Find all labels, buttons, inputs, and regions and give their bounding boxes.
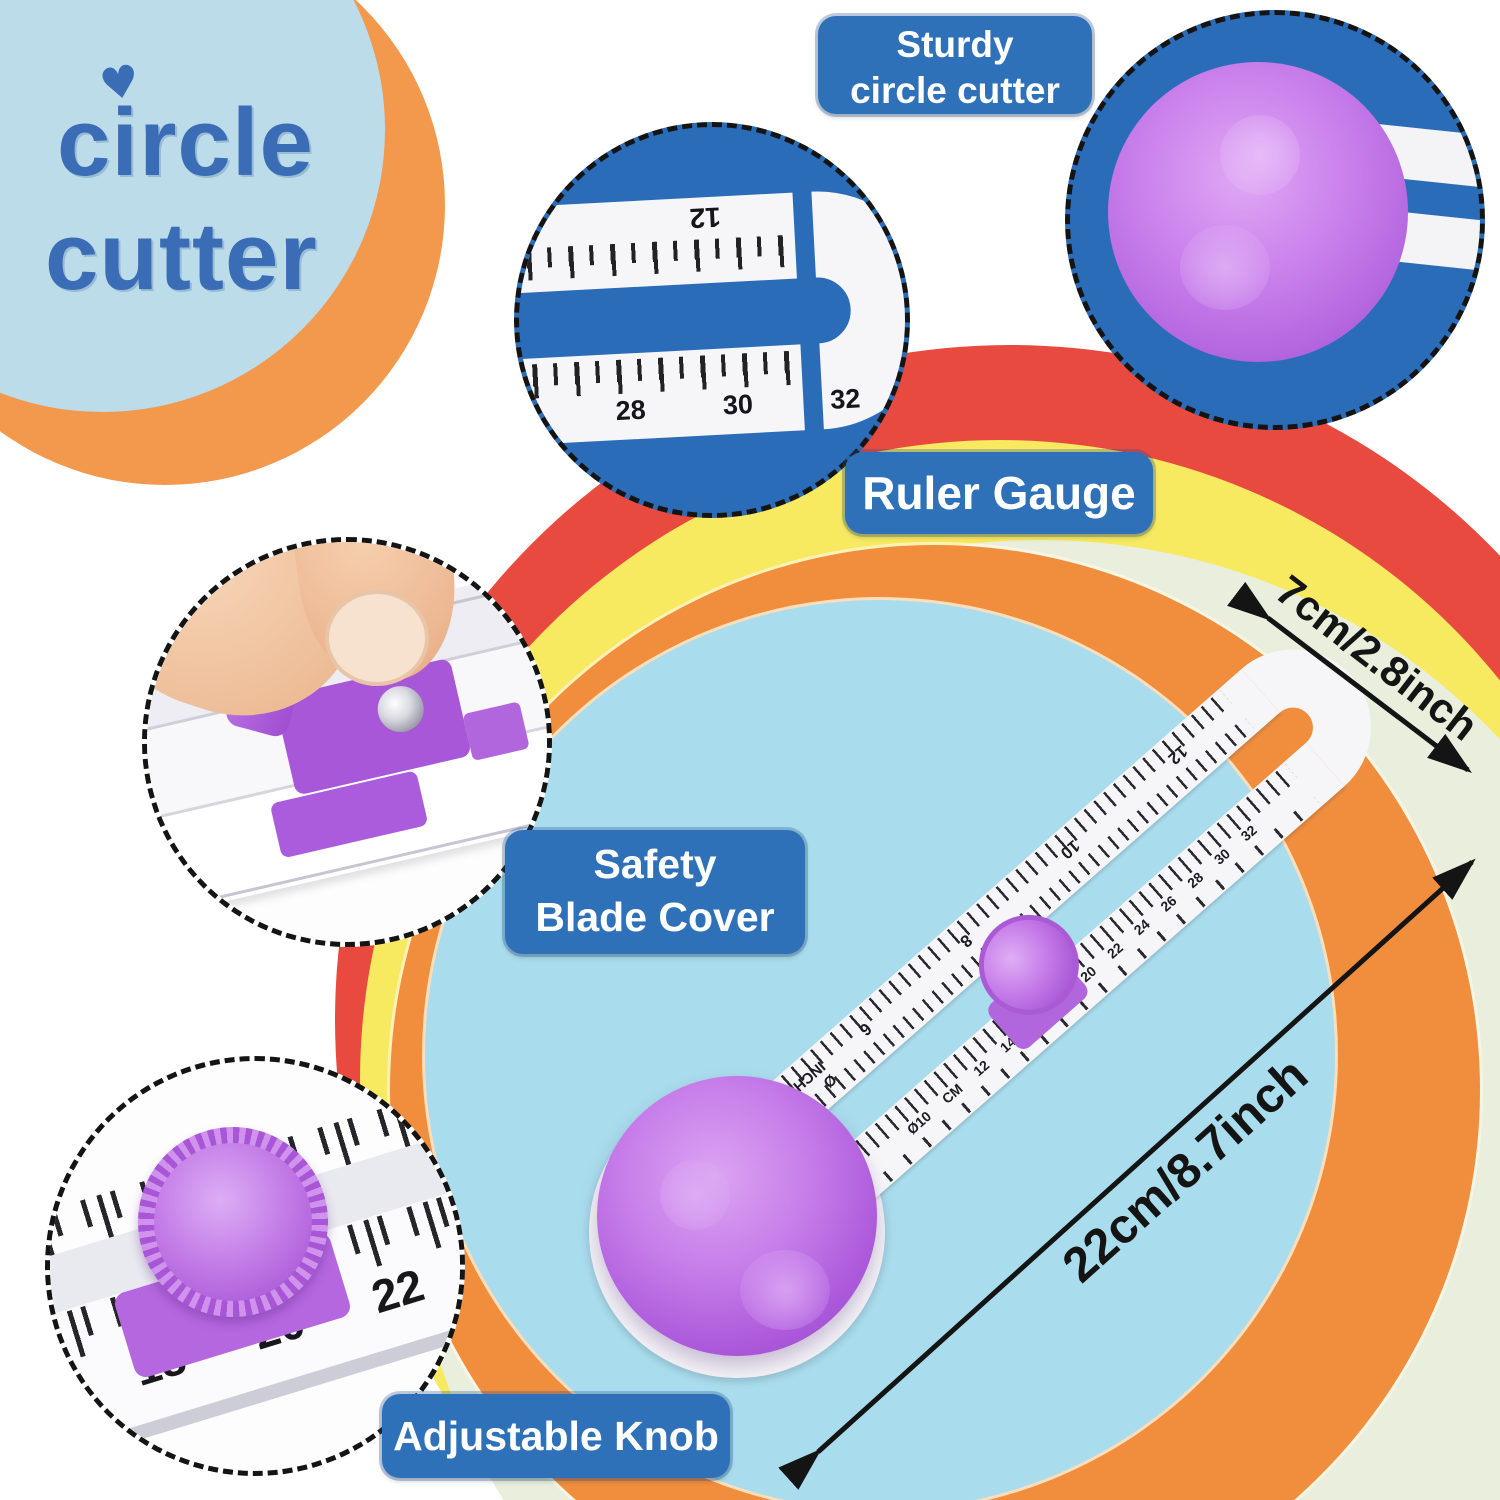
- handle-ball-zoom: [1108, 62, 1408, 362]
- length-dimension-arrow: [778, 858, 1476, 1490]
- ball-highlight: [660, 1160, 730, 1230]
- callout-line: Sturdy: [896, 24, 1014, 65]
- callout-line: Safety: [593, 841, 717, 887]
- ruler-number: 30: [722, 388, 754, 421]
- magnifier-ruler-end: 12 28 30 32: [514, 122, 910, 518]
- width-dimension-arrow: [1227, 581, 1472, 774]
- ruler-number: 28: [614, 394, 647, 427]
- ruler-number: 32: [829, 383, 862, 415]
- callout-sturdy-circle-cutter: Sturdy circle cutter: [818, 16, 1092, 114]
- ball-highlight: [1220, 115, 1300, 195]
- callout-adjustable-knob: Adjustable Knob: [382, 1394, 730, 1478]
- ball-highlight: [1180, 225, 1270, 310]
- magnifier-handle-ball: [1065, 10, 1485, 430]
- adjustable-knob-top: [154, 1143, 312, 1301]
- callout-line: circle cutter: [850, 70, 1060, 112]
- callout-safety-blade-cover: Safety Blade Cover: [505, 830, 805, 954]
- magnifier-blade-cover: [142, 537, 552, 947]
- callout-line: Blade Cover: [535, 894, 775, 941]
- ruler-number: 12: [688, 201, 722, 235]
- logo-word-circle: circle: [57, 89, 314, 196]
- logo-word-cutter: cutter: [45, 203, 318, 310]
- fingernail: [325, 590, 429, 686]
- callout-ruler-gauge: Ruler Gauge: [845, 452, 1153, 534]
